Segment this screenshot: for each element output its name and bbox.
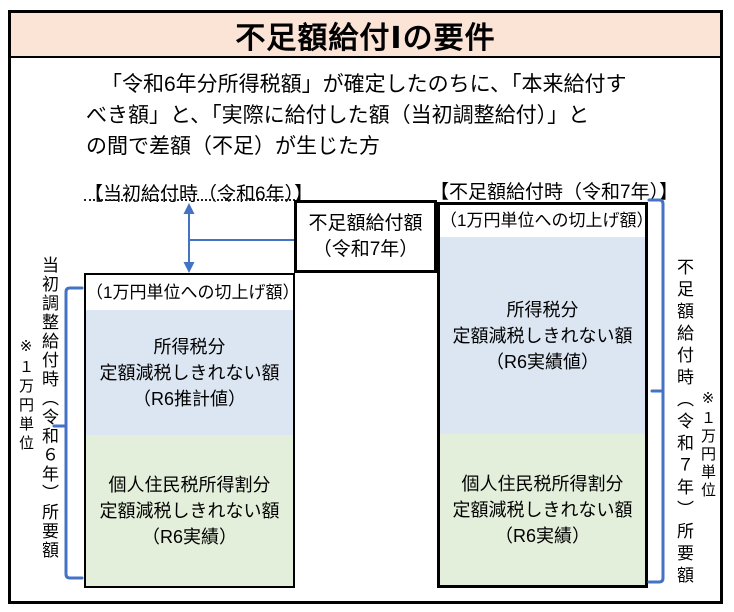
resident-tax-line: 個人住民税所得割分 — [108, 474, 271, 495]
resident-tax-line: 定額減税しきれない額 — [452, 499, 633, 520]
right-side-label: 不足額給付時（令和７年）所要額 — [674, 258, 693, 588]
left-bar-income-tax-section: 所得税分 定額減税しきれない額 （R6推計値） — [86, 310, 293, 435]
shortfall-payment-bar: （1万円単位への切上げ額） 所得税分 定額減税しきれない額 （R6実績値） 個人… — [437, 202, 654, 588]
income-tax-line: 所得税分 — [153, 336, 226, 357]
income-tax-line: 定額減税しきれない額 — [99, 362, 280, 383]
rounding-label: （1万円単位への切上げ額） — [86, 282, 300, 302]
shortfall-payment-label: 【不足額給付時（令和7年）】 — [430, 182, 679, 203]
income-tax-line: （R6実績値） — [485, 351, 599, 372]
left-brace-icon — [52, 286, 84, 580]
left-bar-resident-tax-section: 個人住民税所得割分 定額減税しきれない額 （R6実績） — [86, 435, 293, 586]
initial-level-dotted-line — [84, 199, 295, 201]
left-bar-rounding-section: （1万円単位への切上げ額） — [86, 275, 300, 310]
resident-tax-line: 個人住民税所得割分 — [461, 473, 624, 494]
resident-tax-line: （R6実績） — [141, 526, 237, 547]
description-line: べき額」と、「実際に給付した額（当初調整給付）」と — [86, 104, 590, 127]
rounding-label: （1万円単位への切上げ額） — [440, 211, 654, 230]
initial-payment-bar: （1万円単位への切上げ額） 所得税分 定額減税しきれない額 （R6推計値） 個人… — [84, 273, 300, 588]
shortfall-amount-line: （令和7年） — [312, 238, 419, 260]
title-bar: 不足額給付Ⅰの要件 — [8, 10, 723, 58]
page-title: 不足額給付Ⅰの要件 — [235, 21, 496, 55]
description-line: 「令和6年分所得税額」が確定したのちに、「本来給付す — [101, 73, 627, 96]
description: 「令和6年分所得税額」が確定したのちに、「本来給付す べき額」と、「実際に給付し… — [86, 69, 666, 162]
right-bar-rounding-section: （1万円単位への切上げ額） — [440, 205, 654, 237]
right-bracket-icon — [647, 198, 665, 584]
description-line: の間で差額（不足）が生じた方 — [86, 135, 380, 158]
right-bar-resident-tax-section: 個人住民税所得割分 定額減税しきれない額 （R6実績） — [440, 434, 645, 585]
shortfall-amount-line: 不足額給付額 — [308, 212, 423, 234]
left-side-label: 当初調整給付時（令和６年）所要額 — [39, 256, 58, 560]
difference-arrow-icon — [183, 203, 295, 273]
income-tax-line: 定額減税しきれない額 — [452, 325, 633, 346]
right-bar-income-tax-section: 所得税分 定額減税しきれない額 （R6実績値） — [440, 237, 645, 434]
income-tax-line: 所得税分 — [506, 299, 579, 320]
right-side-unit-note: ※１万円単位 — [699, 389, 716, 500]
resident-tax-line: 定額減税しきれない額 — [99, 500, 280, 521]
left-side-unit-note: ※１万円単位 — [17, 337, 34, 454]
income-tax-line: （R6推計値） — [132, 388, 246, 409]
shortfall-amount-box: 不足額給付額 （令和7年） — [294, 200, 437, 273]
resident-tax-line: （R6実績） — [494, 525, 590, 546]
